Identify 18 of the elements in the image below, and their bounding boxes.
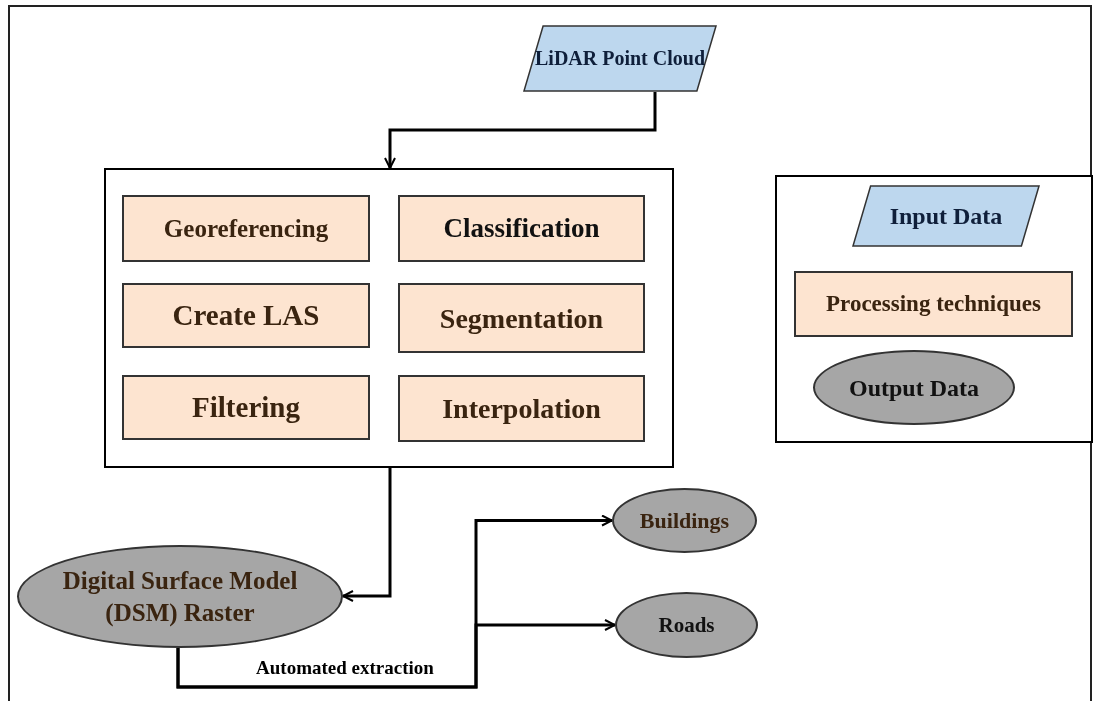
output-ellipse: Roads bbox=[615, 592, 758, 658]
process-box: Processing techniques bbox=[794, 271, 1073, 337]
data-parallelogram: Input Data bbox=[852, 185, 1040, 247]
process-box: Create LAS bbox=[122, 283, 370, 348]
arrow bbox=[176, 619, 616, 689]
output-ellipse: Digital Surface Model (DSM) Raster bbox=[17, 545, 343, 648]
arrow bbox=[342, 468, 392, 602]
process-box: Classification bbox=[398, 195, 645, 262]
arrow bbox=[384, 92, 657, 169]
process-box: Segmentation bbox=[398, 283, 645, 353]
output-ellipse: Output Data bbox=[813, 350, 1015, 425]
group-box bbox=[775, 175, 1093, 443]
group-box bbox=[104, 168, 674, 468]
process-box: Filtering bbox=[122, 375, 370, 440]
process-box: Georeferencing bbox=[122, 195, 370, 262]
output-ellipse: Buildings bbox=[612, 488, 757, 553]
data-parallelogram: LiDAR Point Cloud bbox=[523, 25, 717, 92]
process-box: Interpolation bbox=[398, 375, 645, 442]
